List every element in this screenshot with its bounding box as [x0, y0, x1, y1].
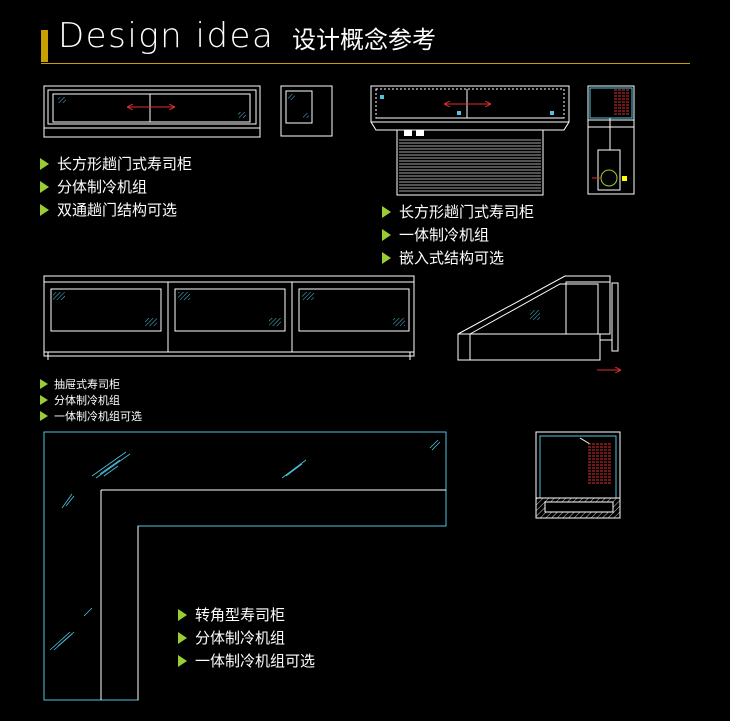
- feature-item: 分体制冷机组: [40, 392, 142, 408]
- triangle-bullet-icon: [40, 379, 48, 389]
- feature-item: 转角型寿司柜: [178, 603, 315, 626]
- feature-item: 一体制冷机组可选: [40, 408, 142, 424]
- feature-text: 分体制冷机组: [57, 178, 148, 196]
- corner-cabinet-plan: [43, 431, 447, 701]
- triangle-bullet-icon: [40, 203, 49, 216]
- triangle-bullet-icon: [178, 608, 187, 621]
- feature-item: 双通趟门结构可选: [40, 198, 192, 221]
- triangle-bullet-icon: [40, 157, 49, 170]
- title-chinese: 设计概念参考: [292, 26, 436, 54]
- triangle-bullet-icon: [178, 631, 187, 644]
- feature-item: 抽屉式寿司柜: [40, 376, 142, 392]
- feature-text: 一体制冷机组可选: [195, 652, 316, 670]
- embedded-cabinet-grille: [399, 139, 541, 192]
- feature-text: 分体制冷机组: [195, 629, 286, 647]
- feature-list-2: 长方形趟门式寿司柜 一体制冷机组 嵌入式结构可选: [382, 200, 534, 269]
- title-accent-bar: [41, 30, 48, 62]
- sliding-door-cabinet-side: [280, 85, 333, 137]
- feature-item: 长方形趟门式寿司柜: [40, 152, 192, 175]
- feature-text: 长方形趟门式寿司柜: [57, 155, 193, 173]
- feature-list-3: 抽屉式寿司柜 分体制冷机组 一体制冷机组可选: [40, 376, 142, 424]
- drawer-cabinet-front: [43, 275, 415, 360]
- triangle-bullet-icon: [40, 395, 48, 405]
- triangle-bullet-icon: [382, 228, 391, 241]
- triangle-bullet-icon: [382, 205, 391, 218]
- feature-list-1: 长方形趟门式寿司柜 分体制冷机组 双通趟门结构可选: [40, 152, 192, 221]
- feature-text: 一体制冷机组可选: [54, 410, 142, 423]
- header-rule: [41, 63, 690, 64]
- embedded-cabinet-section: [587, 85, 635, 195]
- feature-item: 分体制冷机组: [40, 175, 192, 198]
- feature-text: 嵌入式结构可选: [399, 249, 505, 267]
- embedded-cabinet-front: [370, 85, 570, 196]
- embedded-section-coils: [614, 89, 629, 115]
- feature-item: 一体制冷机组可选: [178, 649, 315, 672]
- title-english: Design idea: [58, 16, 275, 56]
- feature-text: 分体制冷机组: [54, 394, 120, 407]
- feature-item: 嵌入式结构可选: [382, 246, 534, 269]
- feature-item: 分体制冷机组: [178, 626, 315, 649]
- feature-item: 一体制冷机组: [382, 223, 534, 246]
- feature-text: 一体制冷机组: [399, 226, 490, 244]
- triangle-bullet-icon: [178, 654, 187, 667]
- triangle-bullet-icon: [382, 251, 391, 264]
- drawer-cabinet-side: [457, 275, 620, 370]
- corner-section-coils: [588, 443, 611, 484]
- feature-text: 转角型寿司柜: [195, 606, 286, 624]
- feature-text: 抽屉式寿司柜: [54, 378, 120, 391]
- feature-text: 长方形趟门式寿司柜: [399, 203, 535, 221]
- triangle-bullet-icon: [40, 180, 49, 193]
- feature-list-4: 转角型寿司柜 分体制冷机组 一体制冷机组可选: [178, 603, 315, 672]
- corner-cabinet-section: [535, 431, 621, 519]
- triangle-bullet-icon: [40, 411, 48, 421]
- feature-text: 双通趟门结构可选: [57, 201, 178, 219]
- feature-item: 长方形趟门式寿司柜: [382, 200, 534, 223]
- sliding-door-cabinet-front: [43, 85, 261, 138]
